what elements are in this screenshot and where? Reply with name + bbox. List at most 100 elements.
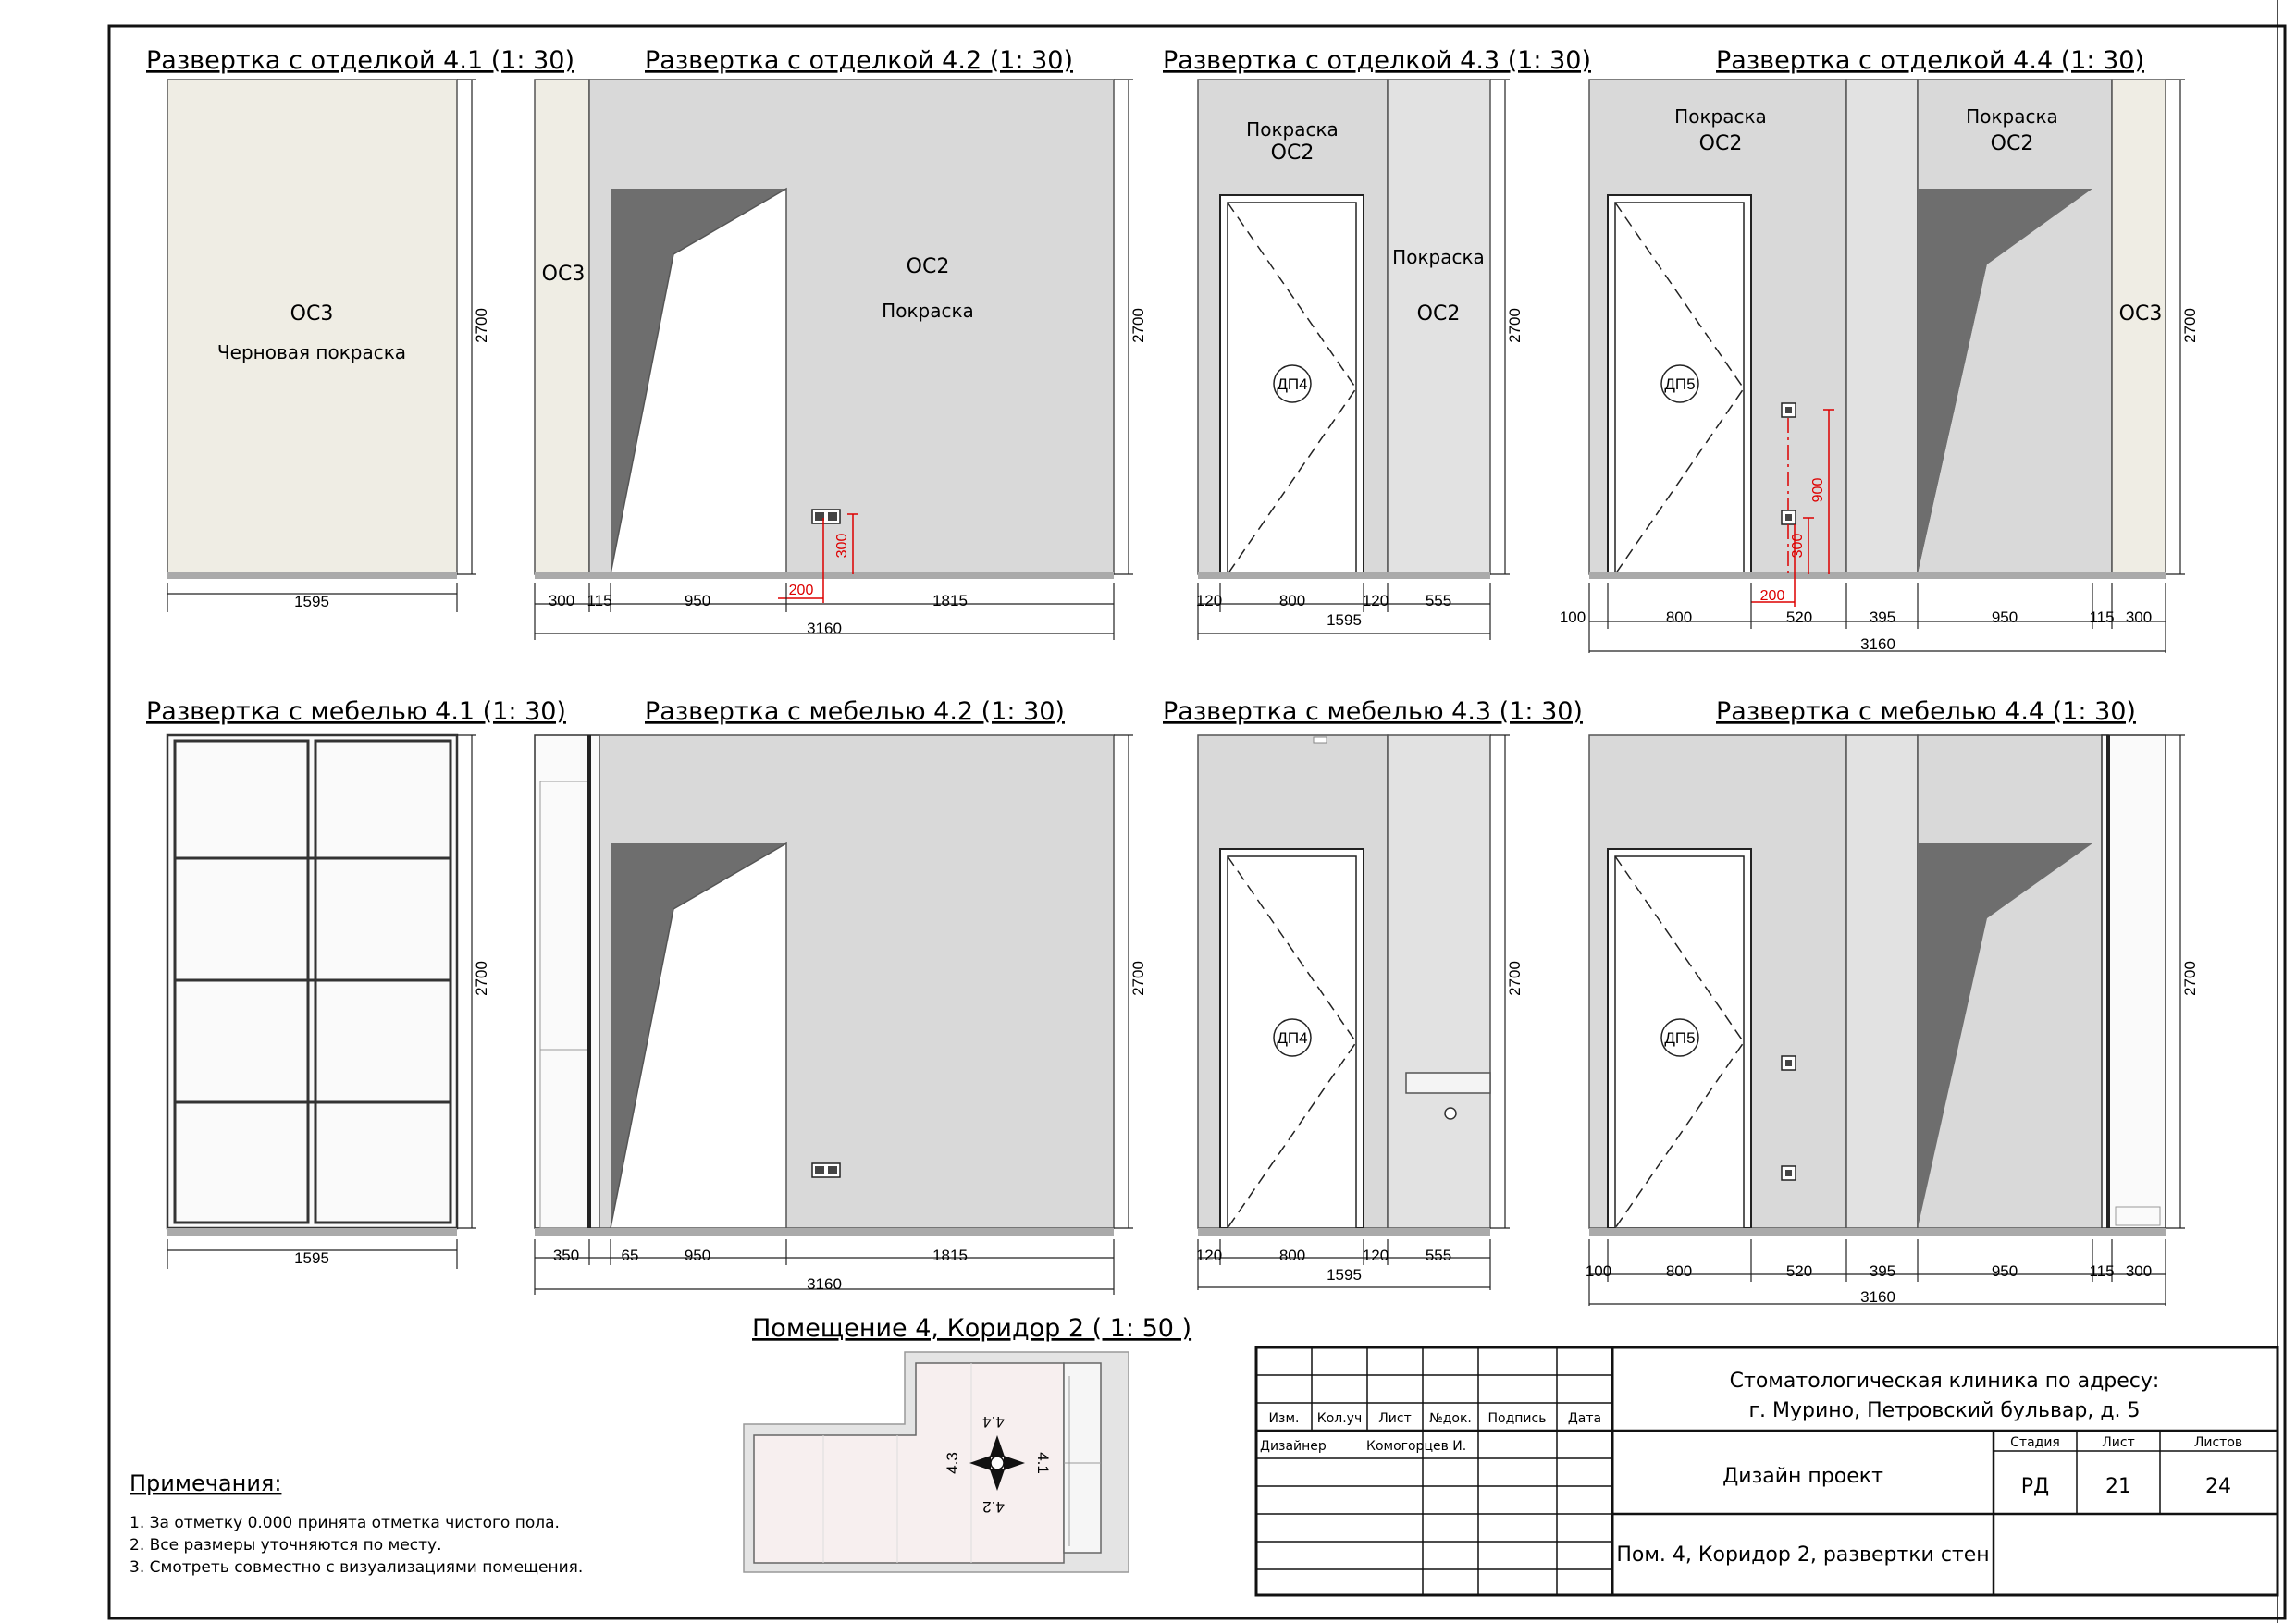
tb-sheet-header: Лист — [2102, 1435, 2134, 1450]
view-direction-marker — [969, 1435, 1025, 1491]
switch — [1781, 1055, 1796, 1071]
door-tag — [1660, 364, 1699, 403]
elevation-furniture-4-3: Развертка с мебелью 4.3 (1: 30) ДП4 120 … — [1163, 697, 1583, 1290]
dim-seg: 1815 — [932, 1247, 968, 1264]
tb-sheets: 24 — [2205, 1475, 2231, 1498]
elevation-title: Развертка с мебелью 4.2 (1: 30) — [645, 697, 1065, 726]
finish-label: Черновая покраска — [217, 341, 406, 363]
tb-person: Комогорцев И. — [1366, 1439, 1466, 1454]
opening-shadow — [1918, 189, 2092, 574]
dim-height: 2700 — [473, 308, 490, 343]
door-tag — [1273, 1018, 1312, 1057]
elevation-finish-4-3: Развертка с отделкой 4.3 (1: 30) ДП4 Пок… — [1163, 46, 1591, 640]
console-shelf — [1405, 1072, 1491, 1094]
finish-label-b: Покраска — [1966, 105, 2058, 128]
shelf-unit — [2101, 734, 2166, 1229]
finish-code: ОС2 — [1699, 132, 1743, 155]
elevation-title: Развертка с мебелью 4.1 (1: 30) — [146, 697, 566, 726]
dim-seg: 800 — [1666, 609, 1692, 626]
tb-header: Дата — [1568, 1411, 1601, 1426]
dim-seg: 120 — [1363, 1247, 1389, 1264]
dim-seg: 555 — [1426, 1247, 1451, 1264]
dim-socket-height: 300 — [834, 534, 850, 559]
floor-line — [1589, 572, 2166, 579]
elevation-title: Развертка с мебелью 4.3 (1: 30) — [1163, 697, 1583, 726]
door-tag-label: ДП5 — [1664, 375, 1695, 393]
note-item: 1. За отметку 0.000 принята отметка чист… — [130, 1514, 560, 1532]
dim-seg: 115 — [586, 592, 611, 609]
floor-line — [1589, 1228, 2166, 1236]
dim-total: 3160 — [1860, 1288, 1895, 1306]
note-item: 2. Все размеры уточняются по месту. — [130, 1536, 442, 1555]
finish-label-right: Покраска — [1392, 246, 1485, 268]
opening-shadow — [1918, 843, 2092, 1228]
dim-seg: 800 — [1279, 592, 1305, 609]
door-swing — [1227, 202, 1357, 575]
dim-seg: 300 — [2126, 1262, 2152, 1280]
dim-total: 3160 — [1860, 635, 1895, 653]
mark-top: 4.4 — [982, 1413, 1005, 1431]
dim-seg: 300 — [549, 592, 574, 609]
tb-project-line2: г. Мурино, Петровский бульвар, д. 5 — [1748, 1399, 2140, 1422]
dim-seg: 950 — [1992, 609, 2018, 626]
dim-socket-height: 300 — [1790, 534, 1806, 559]
notes-title: Примечания: — [130, 1470, 281, 1496]
dim-total: 3160 — [807, 620, 842, 637]
tb-sheet-title: Пом. 4, Коридор 2, развертки стен — [1616, 1543, 1989, 1567]
finish-code-left: ОС3 — [542, 263, 586, 286]
dim-seg: 65 — [622, 1247, 639, 1264]
dim-seg: 100 — [1586, 1262, 1611, 1280]
elevation-furniture-4-4: Развертка с мебелью 4.4 (1: 30) ДП5 100 … — [1586, 697, 2199, 1306]
dim-total: 1595 — [1327, 1266, 1362, 1284]
tb-header: Кол.уч — [1317, 1411, 1362, 1426]
finish-label: Покраска — [1246, 118, 1339, 141]
dim-seg: 950 — [1992, 1262, 2018, 1280]
tb-stage-header: Стадия — [2010, 1435, 2060, 1450]
dim-height: 2700 — [1506, 961, 1524, 996]
floor-line — [1198, 572, 1490, 579]
floor-line — [535, 572, 1114, 579]
dim-total: 1595 — [1327, 611, 1362, 629]
wall-surface-right — [1387, 734, 1491, 1229]
finish-label: Покраска — [1674, 105, 1767, 128]
plan-title: Помещение 4, Коридор 2 ( 1: 50 ) — [752, 1314, 1191, 1343]
dim-seg: 950 — [685, 1247, 710, 1264]
wall-surface-right — [2111, 79, 2166, 575]
dim-height: 2700 — [1129, 308, 1147, 343]
tb-sheet: 21 — [2105, 1475, 2131, 1498]
dim-seg: 115 — [2089, 1262, 2114, 1280]
door-tag-label: ДП4 — [1277, 1029, 1307, 1047]
tb-doc: Дизайн проект — [1722, 1465, 1883, 1488]
tb-sheets-header: Листов — [2194, 1435, 2242, 1450]
elevation-title: Развертка с отделкой 4.3 (1: 30) — [1163, 46, 1591, 75]
double-socket — [811, 509, 841, 524]
sheet-frame — [107, 24, 2287, 1620]
floor-line — [1198, 1228, 1490, 1236]
floor-plan: Помещение 4, Коридор 2 ( 1: 50 ) 4.4 4.3… — [743, 1314, 1191, 1573]
elevation-finish-4-2: Развертка с отделкой 4.2 (1: 30) ОС3 ОС2… — [534, 46, 1147, 640]
dim-seg: 1815 — [932, 592, 968, 609]
dim-seg: 800 — [1279, 1247, 1305, 1264]
dim-seg: 300 — [2126, 609, 2152, 626]
finish-code-right: ОС2 — [1417, 302, 1461, 326]
finish-code-b: ОС2 — [1991, 132, 2034, 155]
elevation-finish-4-4: Развертка с отделкой 4.4 (1: 30) ДП5 Пок… — [1560, 46, 2199, 653]
elevation-furniture-4-2: Развертка с мебелью 4.2 (1: 30) 350 65 9… — [534, 697, 1147, 1295]
dim-socket-offset: 200 — [789, 583, 814, 598]
dim-seg: 520 — [1786, 609, 1812, 626]
dim-height: 2700 — [1506, 308, 1524, 343]
wall-surface-mid — [1845, 79, 1919, 575]
dim-seg: 555 — [1426, 592, 1451, 609]
dim-seg: 950 — [685, 592, 710, 609]
socket — [1781, 510, 1796, 525]
floor-line — [535, 1228, 1114, 1236]
title-block: Изм. Кол.уч Лист №док. Подпись Дата Диза… — [1254, 1346, 2279, 1597]
dim-seg: 100 — [1560, 609, 1586, 626]
tb-project-line1: Стоматологическая клиника по адресу: — [1730, 1370, 2160, 1393]
door-swing — [1614, 855, 1745, 1229]
dim-width: 1595 — [294, 593, 329, 610]
tb-header: Лист — [1378, 1411, 1411, 1426]
elevation-furniture-4-1: Развертка с мебелью 4.1 (1: 30) 1595 270… — [146, 697, 566, 1269]
elevation-title: Развертка с отделкой 4.1 (1: 30) — [146, 46, 574, 75]
finish-code: ОС2 — [1271, 141, 1315, 165]
